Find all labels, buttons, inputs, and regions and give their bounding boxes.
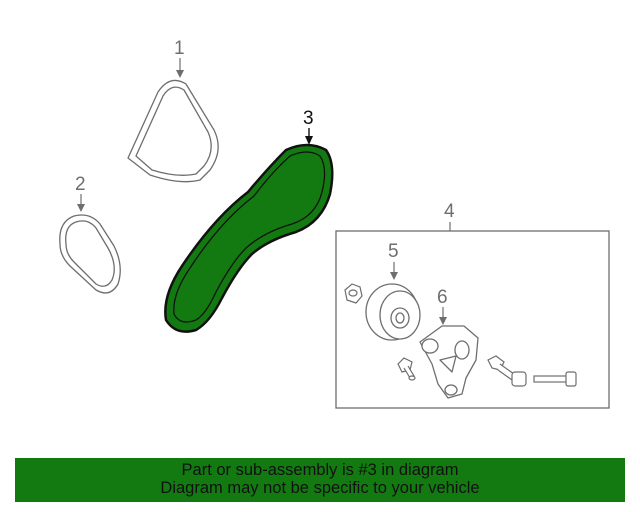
callout-5-arrowhead (390, 272, 398, 280)
footer-line-1: Part or sub-assembly is #3 in diagram (181, 461, 459, 479)
callout-1: 1 (174, 38, 185, 59)
footer-banner: Part or sub-assembly is #3 in diagram Di… (15, 458, 625, 502)
callout-3: 3 (303, 108, 314, 129)
callout-6: 6 (437, 287, 448, 308)
callout-1-arrowhead (176, 70, 184, 78)
callout-5: 5 (388, 241, 399, 262)
part-4-assembly-box (335, 230, 610, 409)
footer-line-2: Diagram may not be specific to your vehi… (160, 479, 480, 497)
part-3-belt-highlighted (164, 143, 334, 333)
callout-2: 2 (75, 174, 86, 195)
nut (344, 283, 363, 304)
callout-6-arrowhead (439, 317, 447, 325)
part-2-belt (59, 214, 121, 294)
bolt-long (487, 355, 527, 387)
part-5-pulley (365, 283, 421, 341)
part-1-belt (127, 79, 219, 183)
callout-2-arrowhead (77, 204, 85, 212)
callout-3-arrowhead (305, 136, 313, 145)
bolt-short (397, 357, 416, 381)
callout-4: 4 (444, 201, 455, 222)
bolt-stud (533, 371, 577, 387)
part-6-tensioner-bracket (419, 325, 479, 399)
